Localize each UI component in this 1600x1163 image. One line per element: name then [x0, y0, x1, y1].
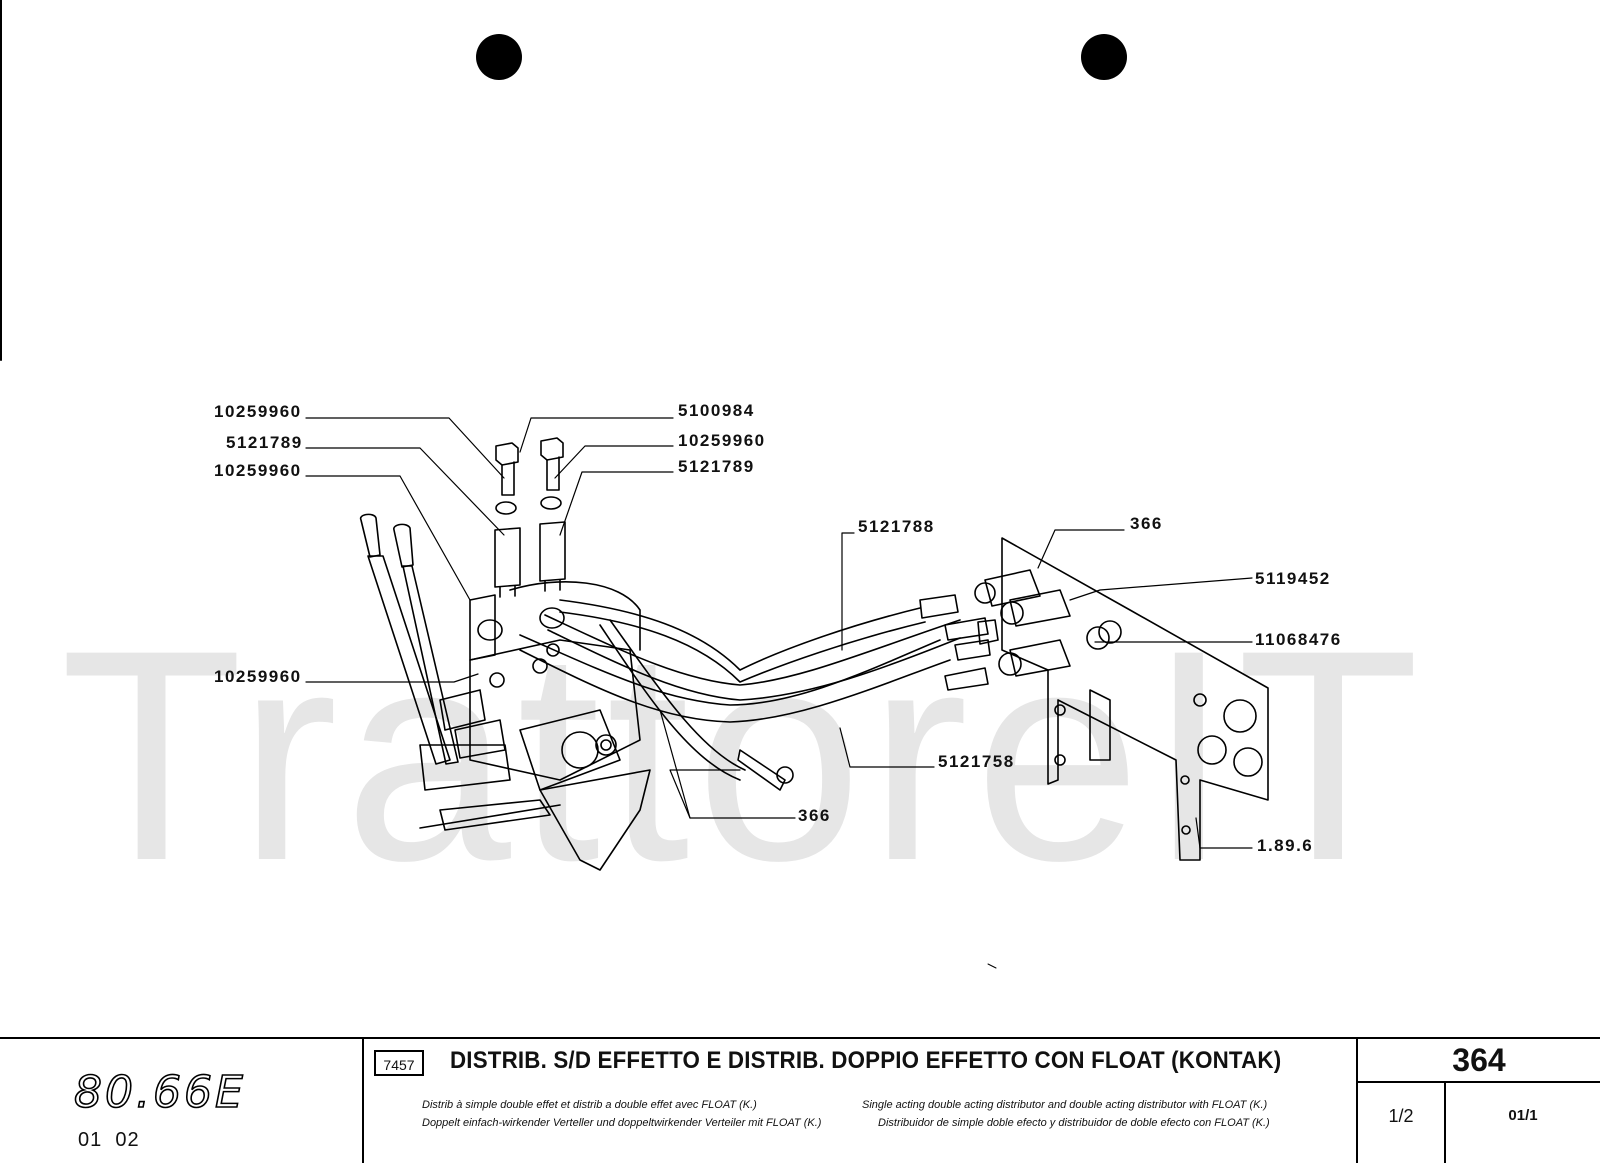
mounting-bracket [1001, 537, 1269, 861]
callout-part-10259960-right: 10259960 [678, 431, 766, 450]
subtitle-spanish: Distribuidor de simple doble efecto y di… [878, 1117, 1270, 1129]
punch-hole-left [476, 34, 522, 80]
callout-part-5121789-left: 5121789 [226, 433, 303, 452]
subtitle-french: Distrib à simple double effet et distrib… [422, 1099, 757, 1111]
callout-part-5119452: 5119452 [1255, 569, 1331, 588]
banjo-bolts [494, 437, 566, 598]
callout-part-10259960-lower: 10259960 [214, 667, 302, 686]
callout-part-10259960-top: 10259960 [214, 402, 302, 421]
quick-couplers [974, 569, 1122, 677]
callout-ref-1-89-6: 1.89.6 [1257, 836, 1314, 855]
punch-hole-right [1081, 34, 1127, 80]
page-part: 1/2 [1358, 1083, 1446, 1163]
table-code: 7457 [374, 1050, 424, 1076]
callout-part-5121789-right: 5121789 [678, 457, 755, 476]
hose-fittings [919, 594, 991, 691]
subtitle-english: Single acting double acting distributor … [862, 1099, 1268, 1111]
page-title: DISTRIB. S/D EFFETTO E DISTRIB. DOPPIO E… [450, 1047, 1282, 1074]
model-code: 80.66E [73, 1066, 246, 1119]
model-variants: 01 02 [78, 1129, 140, 1151]
callout-part-5100984: 5100984 [678, 401, 755, 420]
page-number: 364 [1358, 1039, 1600, 1083]
callout-table-366-bottom: 366 [798, 806, 831, 825]
subtitle-german: Doppelt einfach-wirkender Verteller und … [422, 1117, 822, 1129]
leader-lines [305, 417, 1253, 849]
hydraulic-distributor-diagram [0, 0, 1269, 969]
page-cell: 364 1/2 01/1 [1358, 1039, 1600, 1163]
callout-part-5121788: 5121788 [858, 517, 935, 536]
model-cell: 80.66E 01 02 [0, 1039, 364, 1163]
callout-part-10259960-mid: 10259960 [214, 461, 302, 480]
distributor-body [439, 581, 651, 871]
title-cell: 7457 DISTRIB. S/D EFFETTO E DISTRIB. DOP… [364, 1039, 1358, 1163]
callout-part-11068476: 11068476 [1255, 630, 1342, 649]
callout-part-5121758: 5121758 [938, 752, 1015, 771]
title-block: 80.66E 01 02 7457 DISTRIB. S/D EFFETTO E… [0, 1037, 1600, 1163]
watermark-text: TrattoreIT [60, 640, 1426, 870]
control-levers [359, 513, 561, 831]
hydraulic-hoses [519, 599, 961, 791]
callout-table-366-top: 366 [1130, 514, 1163, 533]
page-revision: 01/1 [1508, 1107, 1538, 1124]
